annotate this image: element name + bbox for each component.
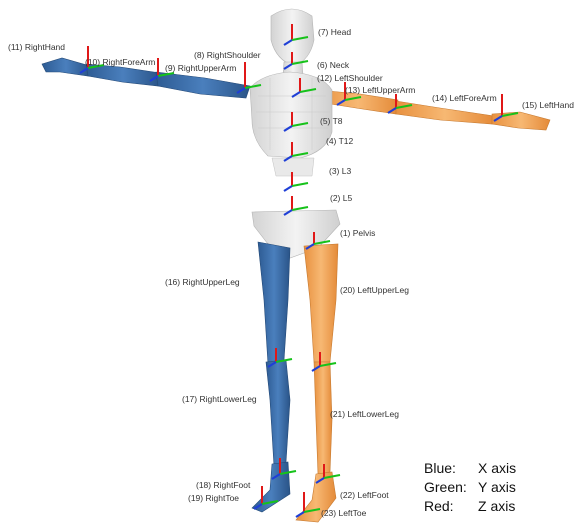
legend-row-y: Green: Y axis bbox=[424, 478, 516, 497]
legend-axis-y: Y axis bbox=[478, 478, 516, 497]
label-right-lower-leg: (17) RightLowerLeg bbox=[182, 394, 257, 404]
axis-l3 bbox=[292, 183, 308, 186]
legend-color-green: Green: bbox=[424, 478, 478, 497]
head-mesh bbox=[271, 9, 314, 76]
label-right-toe: (19) RightToe bbox=[188, 493, 239, 503]
label-left-upper-leg: (20) LeftUpperLeg bbox=[340, 285, 409, 295]
legend-color-red: Red: bbox=[424, 497, 478, 516]
legend-axis-x: X axis bbox=[478, 459, 516, 478]
label-left-fore-arm: (14) LeftForeArm bbox=[432, 93, 497, 103]
legend-axis-z: Z axis bbox=[478, 497, 515, 516]
label-right-foot: (18) RightFoot bbox=[196, 480, 251, 490]
label-pelvis: (1) Pelvis bbox=[340, 228, 375, 238]
label-right-fore-arm: (10) RightForeArm bbox=[85, 57, 155, 67]
legend-color-blue: Blue: bbox=[424, 459, 478, 478]
label-left-shoulder: (12) LeftShoulder bbox=[317, 73, 383, 83]
right-leg-mesh bbox=[252, 242, 290, 512]
axis-l5 bbox=[292, 207, 308, 210]
label-right-hand: (11) RightHand bbox=[8, 42, 65, 52]
label-left-hand: (15) LeftHand bbox=[522, 100, 574, 110]
label-right-shoulder: (8) RightShoulder bbox=[194, 50, 261, 60]
label-t12: (4) T12 bbox=[326, 136, 354, 146]
axis-l3 bbox=[284, 186, 292, 191]
label-left-lower-leg: (21) LeftLowerLeg bbox=[330, 409, 399, 419]
left-leg-mesh bbox=[296, 244, 338, 522]
legend-row-z: Red: Z axis bbox=[424, 497, 516, 516]
axis-legend: Blue: X axis Green: Y axis Red: Z axis bbox=[424, 459, 516, 516]
label-l3: (3) L3 bbox=[329, 166, 351, 176]
label-right-upper-arm: (9) RightUpperArm bbox=[165, 63, 236, 73]
label-l5: (2) L5 bbox=[330, 193, 352, 203]
label-neck: (6) Neck bbox=[317, 60, 350, 70]
legend-row-x: Blue: X axis bbox=[424, 459, 516, 478]
label-head: (7) Head bbox=[318, 27, 351, 37]
label-right-upper-leg: (16) RightUpperLeg bbox=[165, 277, 240, 287]
label-t8: (5) T8 bbox=[320, 116, 343, 126]
label-left-toe: (23) LeftToe bbox=[321, 508, 367, 518]
label-left-upper-arm: (13) LeftUpperArm bbox=[345, 85, 415, 95]
label-left-foot: (22) LeftFoot bbox=[340, 490, 389, 500]
